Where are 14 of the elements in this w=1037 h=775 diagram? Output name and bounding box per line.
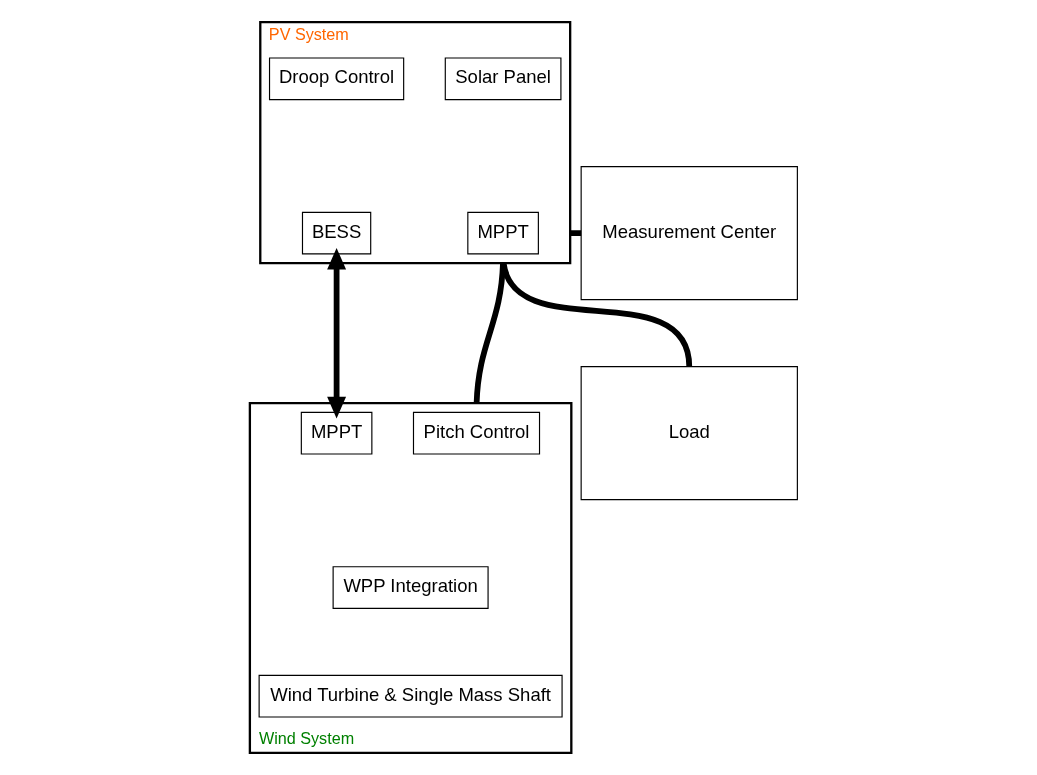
- node-box: MPPT: [466, 211, 539, 255]
- connector: [500, 262, 692, 368]
- connector: [569, 230, 581, 237]
- arrow: [326, 247, 346, 419]
- node-box: MPPT: [300, 411, 372, 455]
- node-box: Wind Turbine & Single Mass Shaft: [258, 674, 563, 718]
- connector: [473, 263, 506, 404]
- node-box: Pitch Control: [412, 411, 540, 455]
- node-box: Droop Control: [268, 57, 404, 101]
- node-box: Load: [580, 366, 798, 501]
- node-box: Solar Panel: [444, 57, 561, 101]
- node-box: Measurement Center: [580, 166, 798, 301]
- node-box: WPP Integration: [332, 566, 489, 609]
- node-box: BESS: [301, 211, 371, 255]
